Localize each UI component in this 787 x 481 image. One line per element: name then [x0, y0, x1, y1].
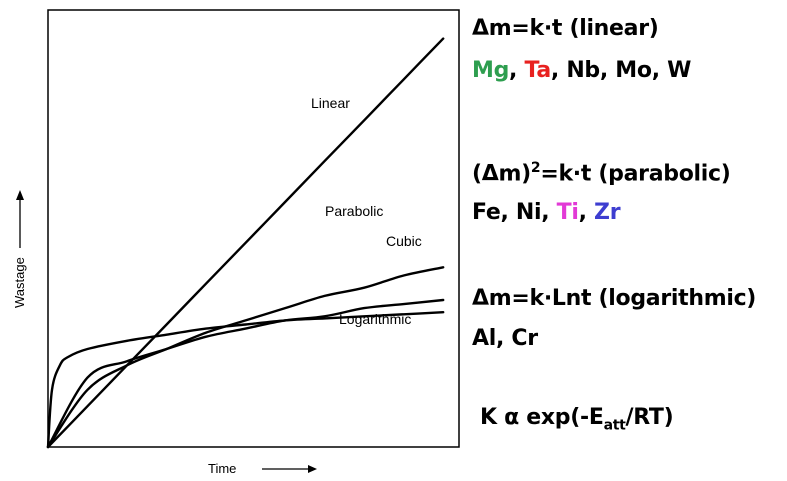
metal-zr: Zr — [594, 200, 621, 225]
metal-w: W — [667, 58, 692, 83]
metal-cr: Cr — [511, 326, 538, 351]
arrhenius-suffix: /RT) — [625, 405, 674, 430]
metal-fe: Fe — [472, 200, 501, 225]
metal-ni: Ni — [515, 200, 542, 225]
parabolic-law: (Δm)2=k·t (parabolic) — [472, 160, 731, 186]
separator: , — [509, 58, 525, 83]
logarithmic-metals: Al, Cr — [472, 326, 538, 351]
linear-law: Δm=k·t (linear) — [472, 16, 659, 41]
series-line-logarithmic — [46, 311, 445, 449]
metal-ti: Ti — [556, 200, 579, 225]
metal-ta: Ta — [524, 58, 551, 83]
arrhenius-subscript: att — [603, 417, 626, 434]
separator: , — [495, 326, 512, 351]
oxidation-kinetics-chart: Linear Parabolic Cubic Logarithmic Time … — [12, 9, 460, 476]
series-line-parabolic — [46, 266, 445, 449]
x-axis-label: Time — [208, 461, 236, 476]
separator: , — [500, 200, 516, 225]
curve-label-cubic: Cubic — [386, 233, 422, 249]
parabolic-law-suffix: =k·t (parabolic) — [540, 161, 731, 187]
curve-label-linear: Linear — [311, 95, 350, 111]
separator: , — [541, 200, 557, 225]
plot-frame — [47, 9, 460, 448]
linear-metals: Mg, Ta, Nb, Mo, W — [472, 58, 691, 83]
y-axis-label: Wastage — [12, 257, 27, 308]
parabolic-law-prefix: (Δm) — [472, 161, 531, 187]
metal-mo: Mo — [615, 58, 652, 83]
metal-nb: Nb — [566, 58, 600, 83]
arrhenius-prefix: K α exp(-E — [480, 405, 604, 430]
parabolic-metals: Fe, Ni, Ti, Zr — [472, 200, 621, 225]
logarithmic-law: Δm=k·Lnt (logarithmic) — [472, 286, 757, 311]
rate-laws-panel: Δm=k·t (linear) Mg, Ta, Nb, Mo, W (Δm)2=… — [472, 0, 787, 481]
series-line-linear — [46, 37, 445, 449]
metal-mg: Mg — [472, 58, 510, 83]
curve-label-logarithmic: Logarithmic — [339, 311, 411, 327]
curve-label-parabolic: Parabolic — [325, 203, 383, 219]
parabolic-law-exponent: 2 — [530, 160, 541, 176]
metal-al: Al — [472, 326, 496, 351]
separator: , — [550, 58, 567, 83]
x-axis-arrow-head — [308, 465, 317, 473]
separator: , — [578, 200, 595, 225]
curves-group — [46, 37, 445, 449]
arrhenius-relation: K α exp(-Eatt/RT) — [480, 405, 674, 434]
y-axis-arrow-head — [16, 190, 24, 200]
separator: , — [599, 58, 616, 83]
series-line-cubic — [46, 298, 445, 449]
separator: , — [651, 58, 668, 83]
